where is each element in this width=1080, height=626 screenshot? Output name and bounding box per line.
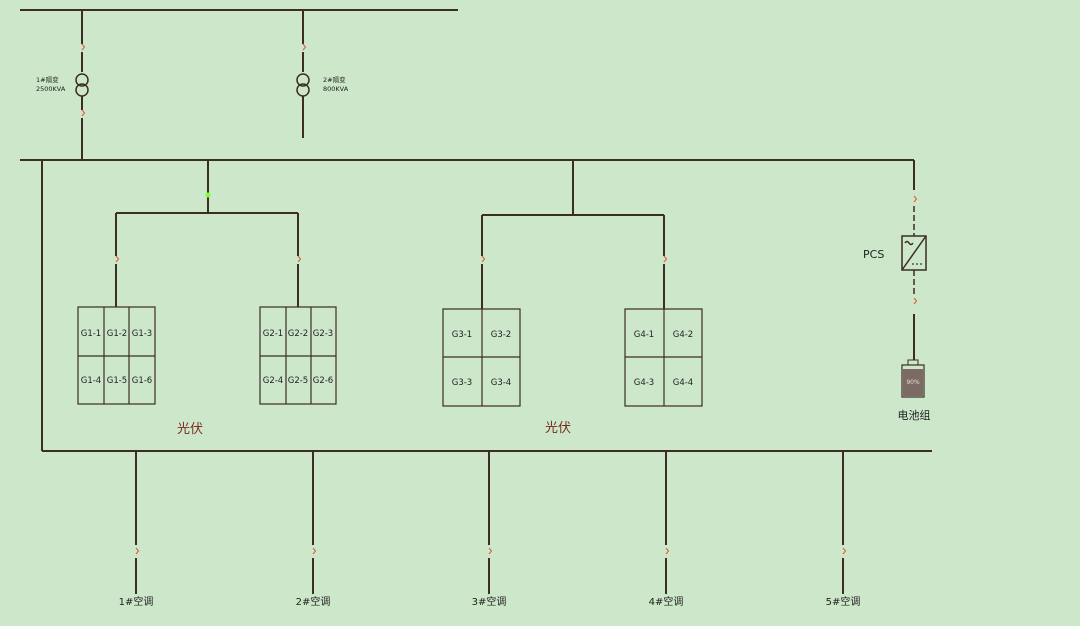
pv-array-g1: G1-1 G1-2 G1-3 G1-4 G1-5 G1-6: [77, 306, 156, 405]
pv-branch-1: [115, 160, 302, 307]
battery-label: 电池组: [898, 408, 931, 422]
breaker-symbol: [663, 255, 668, 263]
breaker-symbol: [913, 297, 918, 305]
pv-cell-label: G2-1: [263, 329, 283, 339]
breaker-symbol: [81, 43, 86, 51]
pv-cell-label: G2-5: [288, 376, 308, 386]
load-label: 2#空调: [296, 595, 331, 608]
pcs-label: PCS: [863, 248, 884, 261]
transformer-1: 1#隔变 2500KVA: [36, 10, 89, 160]
breaker-symbol: [302, 43, 307, 51]
pv-cell-label: G4-1: [634, 330, 654, 340]
status-indicator-dot: [205, 192, 211, 198]
pv-branch-2: [481, 160, 668, 309]
load-feeder-2: 2#空调: [296, 451, 331, 608]
pv-cell-label: G1-5: [107, 376, 127, 386]
breaker-symbol: [81, 109, 86, 117]
load-label: 5#空调: [826, 595, 861, 608]
pv-array-g4: G4-1 G4-2 G4-3 G4-4: [624, 308, 703, 407]
breaker-symbol: [488, 547, 493, 555]
load-feeder-5: 5#空调: [826, 451, 861, 608]
pv-cell-label: G1-2: [107, 329, 127, 339]
breaker-symbol: [481, 255, 486, 263]
breaker-symbol: [665, 547, 670, 555]
breaker-symbol: [135, 547, 140, 555]
pv-cell-label: G4-3: [634, 378, 654, 388]
pv-cell-label: G4-4: [673, 378, 693, 388]
transformer-2-rating: 800KVA: [323, 85, 349, 93]
battery-icon: [901, 364, 925, 398]
breaker-symbol: [297, 255, 302, 263]
load-label: 4#空调: [649, 595, 684, 608]
pcs-branch: PCS: [863, 160, 927, 360]
pv-cell-label: G1-6: [132, 376, 152, 386]
breaker-symbol: [312, 547, 317, 555]
pv-cell-label: G3-2: [491, 330, 511, 340]
pv-array-g3: G3-1 G3-2 G3-3 G3-4: [442, 308, 521, 407]
load-feeder-1: 1#空调: [119, 451, 154, 608]
pv-cell-label: G2-4: [263, 376, 283, 386]
breaker-symbol: [913, 195, 918, 203]
pv-cell-label: G2-3: [313, 329, 333, 339]
pv-group-label: 光伏: [177, 422, 203, 437]
battery-bank: 90% 电池组: [898, 359, 931, 422]
pv-cell-label: G3-4: [491, 378, 511, 388]
transformer-1-name: 1#隔变: [36, 75, 59, 84]
breaker-symbol: [842, 547, 847, 555]
pv-cell-label: G2-6: [313, 376, 333, 386]
pv-cell-label: G1-3: [132, 329, 152, 339]
pv-cell-label: G3-1: [452, 330, 472, 340]
pv-cell-label: G1-1: [81, 329, 101, 339]
pv-cell-label: G3-3: [452, 378, 472, 388]
pv-group-label: 光伏: [545, 421, 571, 436]
pv-cell-label: G1-4: [81, 376, 101, 386]
battery-terminal: [907, 359, 919, 366]
load-feeder-3: 3#空调: [472, 451, 507, 608]
transformer-1-rating: 2500KVA: [36, 85, 66, 93]
pv-cell-label: G4-2: [673, 330, 693, 340]
transformer-coil-icon: [296, 73, 310, 87]
transformer-2-name: 2#隔变: [323, 75, 346, 84]
load-label: 3#空调: [472, 595, 507, 608]
battery-level-fill: [903, 369, 923, 396]
pv-array-g2: G2-1 G2-2 G2-3 G2-4 G2-5 G2-6: [259, 306, 337, 405]
load-label: 1#空调: [119, 595, 154, 608]
pv-cell-label: G2-2: [288, 329, 308, 339]
transformer-coil-icon: [75, 73, 89, 87]
battery-soc-text: 90%: [906, 379, 920, 386]
load-feeder-4: 4#空调: [649, 451, 684, 608]
breaker-symbol: [115, 255, 120, 263]
transformer-2: 2#隔变 800KVA: [296, 10, 349, 138]
